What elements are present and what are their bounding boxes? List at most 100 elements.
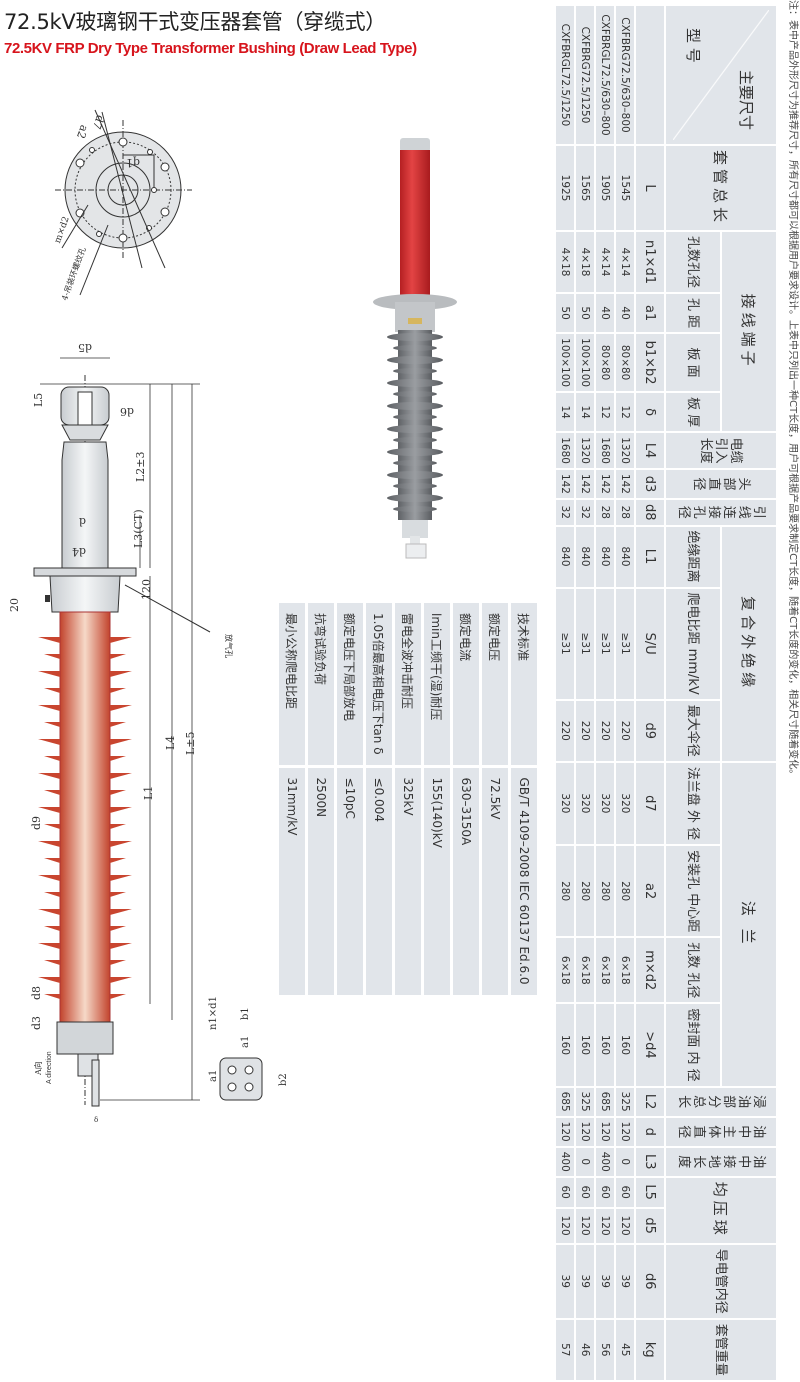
table-cell: 160 xyxy=(556,1004,574,1086)
param-label: 技术标准 xyxy=(511,603,537,765)
table-cell: 0 xyxy=(576,1147,594,1176)
symbol-row: L n1×d1 a1 b1×b2 δ L4 d3 d8 L1 S/U d9 d7… xyxy=(636,6,664,1380)
table-cell: 1320 xyxy=(576,433,594,468)
table-cell: 840 xyxy=(616,526,634,587)
table-cell: a2 xyxy=(636,846,664,937)
table-cell: 142 xyxy=(616,469,634,498)
table-cell: d8 xyxy=(30,986,43,1000)
param-row: 额定电压下局部放电≤10pC xyxy=(337,603,363,995)
table-cell: d3 xyxy=(30,1016,43,1030)
sub-SU: 爬电比距 mm/kV xyxy=(666,588,720,699)
table-cell: 39 xyxy=(596,1244,614,1318)
table-cell: d6 xyxy=(636,1244,664,1318)
table-cell: 120 xyxy=(596,1208,614,1243)
table-cell: 1680 xyxy=(556,433,574,468)
table-cell: 32 xyxy=(556,499,574,525)
table-cell: 型 号 xyxy=(684,28,702,63)
table-cell: 45 xyxy=(616,1319,634,1380)
table-cell: ≥31 xyxy=(596,588,614,699)
table-cell: L±5 xyxy=(184,731,197,755)
table-cell: 39 xyxy=(576,1244,594,1318)
header-ground-length: 油中接地长度 xyxy=(666,1147,776,1176)
header-lead-hole: 引线连接孔径 xyxy=(666,499,776,525)
table-cell: L4 xyxy=(636,433,664,468)
table-cell: 60 xyxy=(596,1177,614,1207)
table-cell: 1565 xyxy=(576,146,594,231)
table-cell: b2 xyxy=(278,1073,289,1086)
table-cell: 100×100 xyxy=(556,334,574,392)
page-title-en: 72.5KV FRP Dry Type Transformer Bushing … xyxy=(4,40,417,57)
table-cell: 6×18 xyxy=(616,938,634,1003)
table-cell: d7 xyxy=(90,113,107,131)
header-weight: 套管重量 xyxy=(666,1319,776,1380)
table-cell: 6×18 xyxy=(556,938,574,1003)
table-cell: 主要尺寸 xyxy=(737,69,755,130)
table-cell: 320 xyxy=(616,762,634,845)
symbol-spacer xyxy=(636,6,664,144)
param-value: 155(140)kV xyxy=(424,767,450,995)
table-cell: 46 xyxy=(576,1319,594,1380)
table-cell: 320 xyxy=(596,762,614,845)
param-value: ≤0.004 xyxy=(366,767,392,995)
table-cell: 120 xyxy=(616,1117,634,1146)
table-cell: 280 xyxy=(576,846,594,937)
header-insulation: 复合外绝缘 xyxy=(722,526,776,761)
table-cell: 160 xyxy=(616,1004,634,1086)
page-title-cn: 72.5kV玻璃钢干式变压器套管（穿缆式） xyxy=(4,10,386,34)
table-cell: b1×b2 xyxy=(636,334,664,392)
param-value: 72.5kV xyxy=(482,767,508,995)
table-cell: 1320 xyxy=(616,433,634,468)
table-cell: 57 xyxy=(556,1319,574,1380)
table-cell: d7 xyxy=(636,762,664,845)
sub-md2: 孔数 孔径 xyxy=(666,938,720,1003)
header-shield-ball: 均压球 xyxy=(666,1177,776,1243)
table-cell: 142 xyxy=(576,469,594,498)
table-cell: 1545 xyxy=(616,146,634,231)
sub-d7: 法兰盘 外 径 xyxy=(666,762,720,845)
param-label: 额定电压 xyxy=(482,603,508,765)
table-cell: 120 xyxy=(556,1117,574,1146)
table-cell: 1925 xyxy=(556,146,574,231)
table-cell: 28 xyxy=(596,499,614,525)
model-cell: CXFBRG72.5/630–800 xyxy=(616,6,634,144)
table-cell: 60 xyxy=(616,1177,634,1207)
header-head-dia: 头部直径 xyxy=(666,469,776,498)
model-cell: CXFBRGL72.5/630–800 xyxy=(596,6,614,144)
table-cell: d xyxy=(79,515,86,528)
table-cell: L5 xyxy=(32,393,45,407)
table-cell: a1 xyxy=(208,1070,219,1082)
table-cell: 12 xyxy=(616,393,634,432)
param-label: 额定电压下局部放电 xyxy=(337,603,363,765)
table-cell: 840 xyxy=(596,526,614,587)
table-cell: L2±3 xyxy=(134,451,147,482)
table-cell: d5 xyxy=(636,1208,664,1243)
table-cell: 32 xyxy=(576,499,594,525)
table-cell: 280 xyxy=(596,846,614,937)
table-cell: L xyxy=(636,146,664,231)
header-tube-id: 导电管内径 xyxy=(666,1244,776,1318)
table-cell: 120 xyxy=(576,1117,594,1146)
table-cell: 28 xyxy=(616,499,634,525)
table-cell: d8 xyxy=(636,499,664,525)
table-cell: δ xyxy=(94,1116,98,1124)
table-cell: L3(CT) xyxy=(132,509,145,548)
table-cell: L5 xyxy=(636,1177,664,1207)
table-cell: ≥31 xyxy=(556,588,574,699)
table-cell: 1680 xyxy=(596,433,614,468)
table-cell: >d4 xyxy=(636,1004,664,1086)
table-cell: 220 xyxy=(616,700,634,761)
sub-delta: 板 厚 xyxy=(666,393,720,432)
param-row: 1.05倍最高相电压下tan δ≤0.004 xyxy=(366,603,392,995)
table-cell: δ xyxy=(636,393,664,432)
table-cell: A direction xyxy=(46,1051,53,1084)
table-cell: 39 xyxy=(616,1244,634,1318)
table-cell: 80×80 xyxy=(596,334,614,392)
table-cell: 280 xyxy=(556,846,574,937)
table-cell: 142 xyxy=(596,469,614,498)
